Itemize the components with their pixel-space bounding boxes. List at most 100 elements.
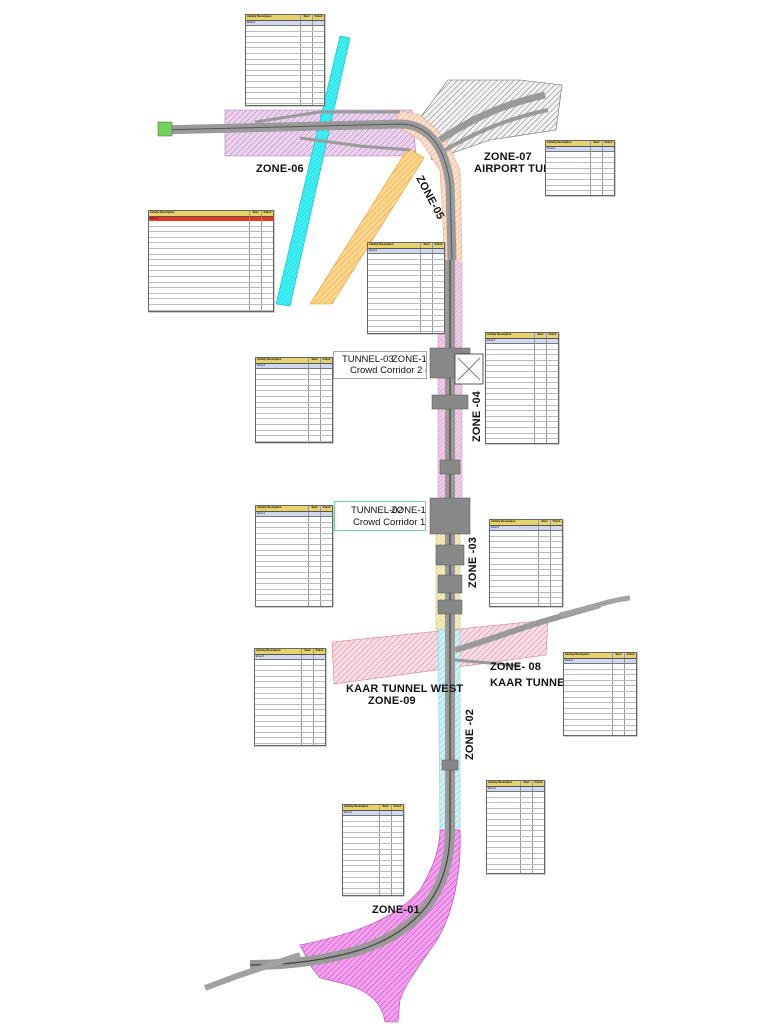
table-cell xyxy=(250,232,262,237)
table-cell xyxy=(314,727,325,732)
table-row xyxy=(490,553,562,559)
table-cell xyxy=(256,584,309,589)
table-cell xyxy=(564,680,613,686)
table-row xyxy=(564,691,636,698)
table-row xyxy=(149,304,273,311)
table-cell xyxy=(368,326,421,332)
table-cell xyxy=(321,425,332,430)
table-cell xyxy=(521,825,533,831)
table-row xyxy=(255,704,325,711)
table-row xyxy=(487,819,544,826)
table-cell xyxy=(551,593,562,598)
table-cell xyxy=(625,720,636,725)
table-subheader-cell: Zone 0 xyxy=(546,147,591,151)
table-cell xyxy=(321,375,332,380)
table-cell xyxy=(421,326,433,332)
table-cell xyxy=(539,592,551,598)
table-row xyxy=(256,441,332,442)
table-cell xyxy=(302,660,314,665)
table-cell xyxy=(521,847,533,853)
table-subheader-cell: Zone 0 xyxy=(256,512,309,516)
table-cell xyxy=(392,866,403,871)
table-cell xyxy=(302,699,314,704)
table-row xyxy=(490,564,562,571)
table-row xyxy=(368,254,444,260)
table-row xyxy=(256,391,332,397)
table-subheader-cell xyxy=(433,249,444,253)
table-cell xyxy=(392,850,403,855)
table-row xyxy=(486,355,558,361)
table-cell xyxy=(551,565,562,570)
table-header-cell: Start xyxy=(591,141,603,146)
table-cell xyxy=(309,391,321,396)
table-cell xyxy=(546,152,591,157)
table-cell xyxy=(343,827,380,832)
table-header-cell: Finish xyxy=(604,141,613,144)
table-subheader: Zone 0 xyxy=(246,21,324,26)
table-header-cell: Activity Description xyxy=(490,520,539,525)
table-row xyxy=(343,849,403,856)
table-row xyxy=(368,332,444,333)
table-cell xyxy=(535,405,547,411)
table-cell xyxy=(321,556,332,561)
table-subheader: Zone 0 xyxy=(564,659,636,664)
table-cell xyxy=(625,670,636,675)
table-cell xyxy=(564,725,613,731)
table-row xyxy=(343,883,403,889)
table-cell xyxy=(256,578,309,584)
table-cell xyxy=(487,797,521,803)
table-row xyxy=(368,270,444,277)
table-cell xyxy=(321,408,332,413)
table-cell xyxy=(314,682,325,687)
table-row xyxy=(487,803,544,809)
table-cell xyxy=(392,889,403,894)
table-row xyxy=(246,48,324,54)
table-row xyxy=(256,528,332,534)
table-cell xyxy=(255,665,302,671)
table-subheader-cell xyxy=(603,147,614,151)
table-header-cell: Finish xyxy=(552,520,561,523)
table-subheader-cell xyxy=(392,811,403,815)
table-row xyxy=(149,232,273,238)
table-cell xyxy=(309,419,321,424)
table-cell xyxy=(603,163,614,168)
table-subheader-cell: Zone 0 xyxy=(149,217,250,221)
table-cell xyxy=(486,388,535,394)
table-cell xyxy=(535,344,547,349)
table-subheader-cell xyxy=(521,787,533,791)
table-cell xyxy=(309,424,321,430)
table-row xyxy=(368,321,444,327)
table-row xyxy=(368,304,444,310)
table-row xyxy=(490,558,562,565)
table-row xyxy=(487,831,544,837)
table-cell xyxy=(433,332,444,333)
table-row xyxy=(486,349,558,356)
table-cell xyxy=(256,424,309,430)
table-subheader-cell: Zone 0 xyxy=(256,364,309,368)
table-row xyxy=(487,870,544,873)
table-cell xyxy=(302,732,314,738)
table-header-cell: Finish xyxy=(626,653,635,656)
table-row xyxy=(256,419,332,425)
tunnel03-callout-text: TUNNEL-03 ZONE-11 Crowd Corridor 2 (Zone… xyxy=(342,354,465,376)
table-cell xyxy=(256,550,309,556)
table-cell xyxy=(421,281,433,287)
table-cell xyxy=(539,531,551,536)
table-cell xyxy=(309,578,321,584)
table-cell xyxy=(256,572,309,578)
table-cell xyxy=(321,539,332,544)
table-cell xyxy=(246,70,301,76)
table-cell xyxy=(250,271,262,276)
table-cell xyxy=(321,369,332,374)
table-header-cell: Activity Description xyxy=(255,649,302,654)
table-cell xyxy=(546,185,591,191)
table-cell xyxy=(625,681,636,686)
table-cell xyxy=(380,843,392,849)
tunnel03-name: TUNNEL-03 xyxy=(342,354,394,365)
table-cell xyxy=(547,422,558,427)
table-row xyxy=(255,693,325,700)
table-cell xyxy=(309,561,321,567)
